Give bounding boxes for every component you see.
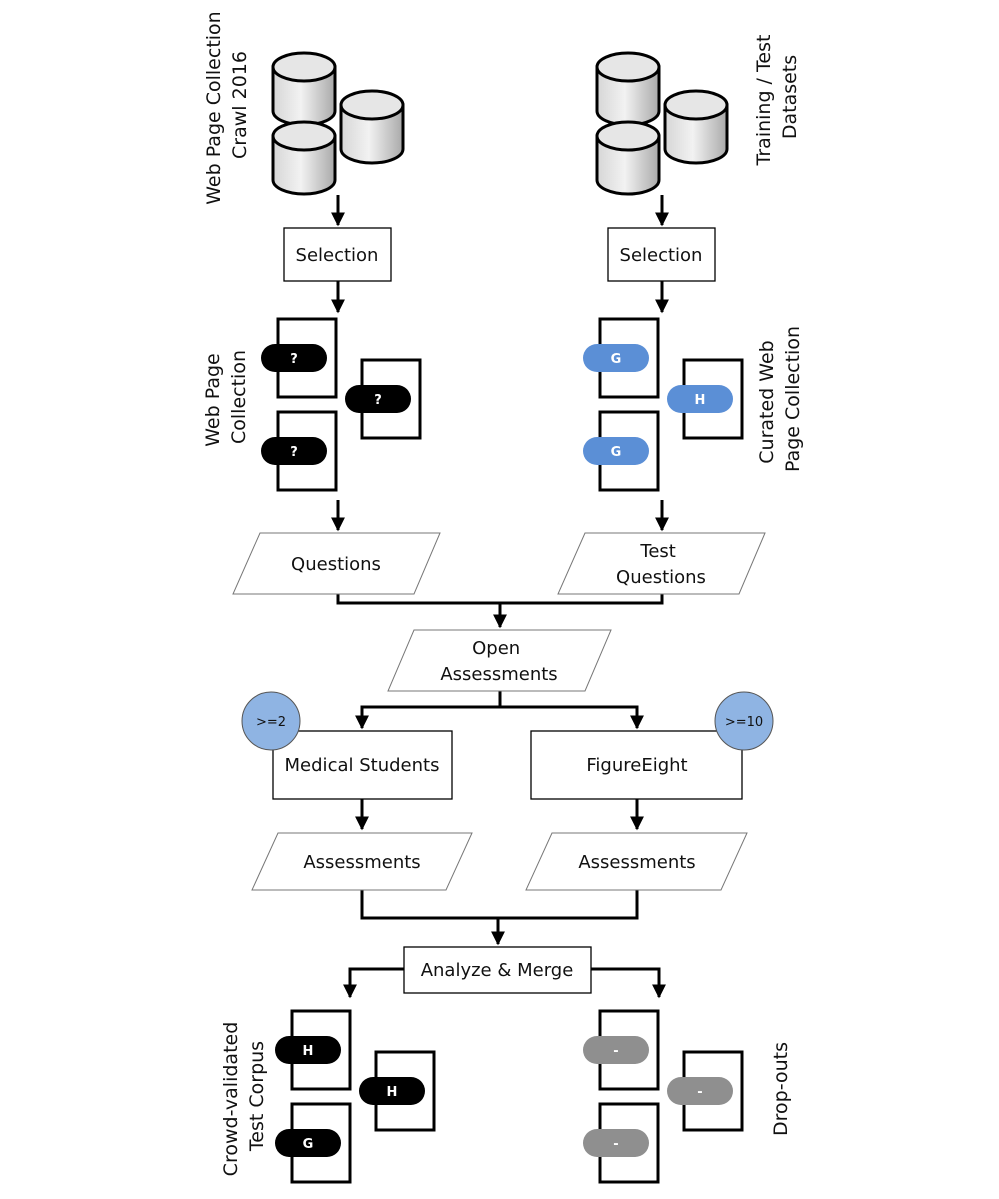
doc-badge: H [359,1077,425,1105]
arrow-to-corpus [343,967,404,999]
questions-box: Questions [232,532,441,595]
doc-badge: ? [261,344,327,372]
svg-text:?: ? [290,352,298,367]
doc-badge: - [667,1077,733,1105]
svg-text:G: G [611,352,622,367]
database-cylinder [663,89,729,165]
web-page-collection-docs: ??? [261,317,422,492]
ms-assessments-box: Assessments [251,832,473,891]
left-source-label: Web Page Collection Crawl 2016 [203,5,251,205]
connectors [331,195,669,999]
doc-badge: ? [261,437,327,465]
left-collection-label: Web Page Collection [202,347,250,447]
ms-assessments-label: Assessments [303,852,420,873]
doc-badge: H [667,385,733,413]
medical-students-count-badge: >=2 [241,691,301,751]
merge-questions-line [336,594,664,605]
right-selection-box: Selection [607,227,716,282]
doc-badge: G [583,344,649,372]
doc-badge: - [583,1129,649,1157]
svg-text:-: - [613,1137,618,1152]
crowd-validated-label: Crowd-validated Test Corpus [220,1016,268,1177]
questions-label: Questions [291,554,381,575]
right-source-label: Training / Test Datasets [753,29,801,167]
left-selection-label: Selection [296,245,379,266]
merge-assessments-line [360,889,639,920]
doc-badge: G [275,1129,341,1157]
database-cylinder [595,120,661,196]
doc-badge: - [583,1036,649,1064]
medical-students-box: Medical Students [272,730,453,800]
doc-badge: ? [345,385,411,413]
figureeight-label: FigureEight [586,755,687,776]
drop-outs-label: Drop-outs [770,1042,792,1136]
crowd-validated-docs: H H G [275,1009,436,1184]
fe-assessments-box: Assessments [525,832,748,891]
doc-badge: H [275,1036,341,1064]
doc-badge: G [583,437,649,465]
svg-text:H: H [695,393,706,408]
right-selection-label: Selection [620,245,703,266]
svg-text:-: - [697,1085,702,1100]
svg-text:>=10: >=10 [725,715,763,730]
open-assessments-box: Open Assessments [387,629,612,692]
database-icon [595,51,729,196]
right-collection-label: Curated Web Page Collection [756,326,804,472]
analyze-merge-label: Analyze & Merge [421,960,574,981]
test-questions-box: Test Questions [557,532,766,595]
database-cylinder [271,51,337,127]
fe-assessments-label: Assessments [578,852,695,873]
test-questions-label: Test Questions [616,541,706,588]
drop-out-docs: - - - [583,1009,744,1184]
arrow-to-dropouts [591,967,666,999]
svg-text:?: ? [374,393,382,408]
svg-text:G: G [303,1137,314,1152]
database-cylinder [271,120,337,196]
medical-students-label: Medical Students [285,755,440,776]
svg-text:G: G [611,445,622,460]
figureeight-box: FigureEight [530,730,743,800]
left-selection-box: Selection [283,227,392,282]
database-icon [271,51,405,196]
figureeight-count-badge: >=10 [714,691,774,751]
svg-text:-: - [613,1044,618,1059]
svg-text:>=2: >=2 [256,715,286,730]
svg-text:?: ? [290,445,298,460]
svg-text:H: H [303,1044,314,1059]
database-cylinder [339,89,405,165]
analyze-merge-box: Analyze & Merge [403,946,592,994]
open-assessments-label: Open Assessments [440,638,557,685]
database-cylinder [595,51,661,127]
curated-collection-docs: G H G [583,317,744,492]
svg-text:H: H [387,1085,398,1100]
split-line [360,705,639,727]
